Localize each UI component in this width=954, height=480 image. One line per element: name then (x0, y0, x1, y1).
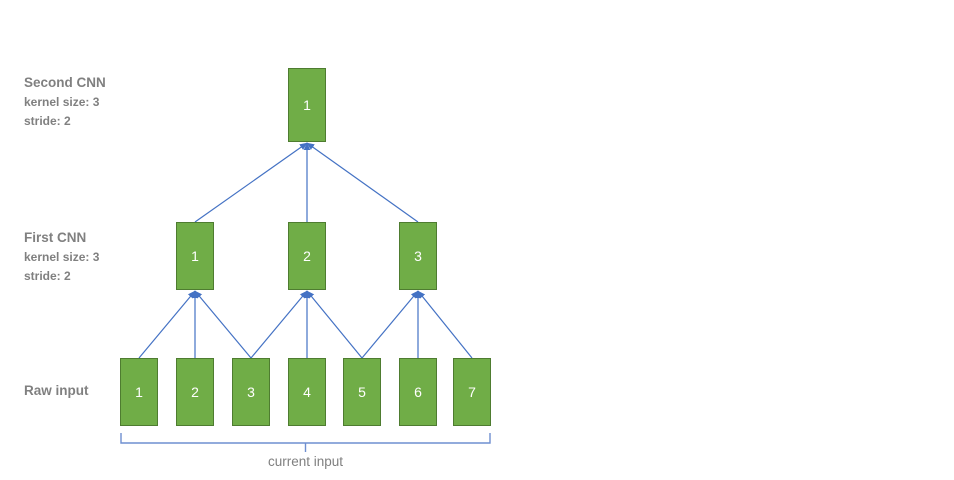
row-label-raw-input: Raw input (24, 381, 89, 401)
current-input-label: current input (267, 454, 344, 469)
connector-raw-to-first-6 (306, 290, 363, 359)
node-first-cnn-2: 2 (288, 222, 326, 290)
node-raw-input-7: 7 (453, 358, 491, 426)
connector-first-to-second-1 (194, 142, 308, 223)
connector-first-to-second-3 (306, 142, 419, 223)
node-first-cnn-3: 3 (399, 222, 437, 290)
node-second-cnn-1: 1 (288, 68, 326, 142)
row-sub-second-cnn-stride: stride: 2 (24, 114, 71, 128)
node-raw-input-4: 4 (288, 358, 326, 426)
node-raw-input-6: 6 (399, 358, 437, 426)
connector-raw-to-first-7 (361, 290, 419, 359)
row-sub-first-cnn-kernel: kernel size: 3 (24, 250, 100, 264)
edges-first-to-second (194, 142, 419, 223)
row-sub-first-cnn-stride: stride: 2 (24, 269, 71, 283)
node-raw-input-3: 3 (232, 358, 270, 426)
row-title-first-cnn: First CNN (24, 230, 87, 245)
row-title-second-cnn: Second CNN (24, 75, 106, 90)
row-label-first-cnn: First CNN kernel size: 3 stride: 2 (24, 228, 99, 286)
bracket-path (120, 433, 491, 444)
connector-raw-to-first-9 (417, 290, 473, 359)
row-sub-second-cnn-kernel: kernel size: 3 (24, 95, 100, 109)
connector-raw-to-first-3 (194, 290, 252, 359)
node-raw-input-2: 2 (176, 358, 214, 426)
edges-raw-to-first (138, 290, 473, 359)
node-raw-input-1: 1 (120, 358, 158, 426)
connector-raw-to-first-1 (138, 290, 196, 359)
row-title-raw-input: Raw input (24, 383, 89, 398)
row-label-second-cnn: Second CNN kernel size: 3 stride: 2 (24, 73, 106, 131)
current-input-bracket (120, 433, 491, 452)
node-raw-input-5: 5 (343, 358, 381, 426)
node-first-cnn-1: 1 (176, 222, 214, 290)
connector-raw-to-first-4 (250, 290, 308, 359)
